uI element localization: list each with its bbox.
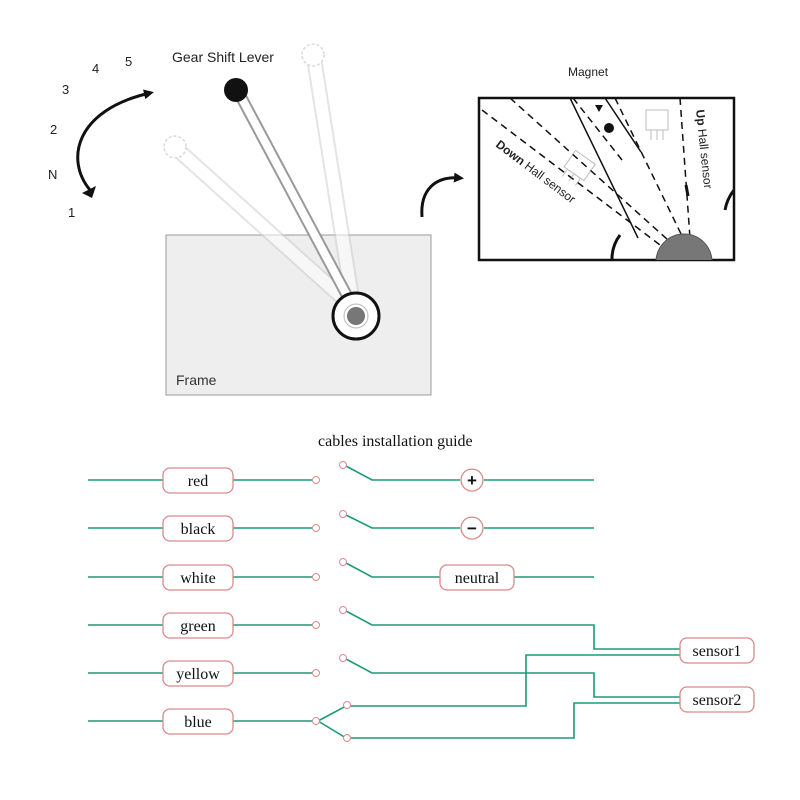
gear-label-3: 3 (62, 82, 69, 97)
svg-text:blue: blue (184, 714, 212, 731)
gear-label-1: 1 (68, 205, 75, 220)
wire-label-white: white (162, 564, 234, 591)
frame-label: Frame (176, 372, 217, 388)
terminal-sensor2: sensor2 (679, 686, 755, 713)
terminal-minus: − (460, 516, 484, 540)
svg-text:neutral: neutral (455, 570, 500, 587)
svg-text:red: red (188, 473, 208, 490)
lever-pivot (331, 291, 381, 341)
svg-text:green: green (180, 618, 216, 635)
svg-text:sensor1: sensor1 (693, 643, 742, 660)
wire-label-red: red (162, 467, 234, 494)
svg-text:+: + (467, 471, 477, 490)
lever-section: Frame Gear Shift Lever N 1 2 (48, 43, 464, 396)
lever-ghost-left (163, 135, 353, 308)
wire-label-black: black (162, 515, 234, 542)
terminal-plus: + (460, 468, 484, 492)
shift-range-arrow-head-start (82, 186, 96, 198)
lever-knob (224, 78, 248, 102)
wire-label-yellow: yellow (162, 660, 234, 687)
up-hall-sensor-label: Up Hall sensor (693, 109, 715, 189)
shift-range-arrow (76, 89, 154, 191)
detail-pivot (655, 233, 713, 260)
lever-title: Gear Shift Lever (172, 49, 274, 65)
svg-text:−: − (467, 519, 477, 538)
up-hall-sensor-chip (645, 109, 669, 140)
lever-ghost-right (301, 43, 360, 306)
cables-guide: cables installation guide (88, 433, 755, 742)
gear-label-n: N (48, 167, 57, 182)
magnet-label: Magnet (568, 65, 609, 79)
down-hall-sensor-chip (561, 149, 596, 186)
gear-label-5: 5 (125, 54, 132, 69)
svg-text:sensor2: sensor2 (693, 692, 742, 709)
wire-label-blue: blue (162, 708, 234, 735)
terminal-neutral: neutral (439, 564, 515, 591)
terminal-sensor1: sensor1 (679, 637, 755, 664)
wire-label-green: green (162, 612, 234, 639)
cables-guide-title: cables installation guide (318, 433, 473, 450)
detail-arrow (420, 172, 464, 218)
gear-label-4: 4 (92, 61, 99, 76)
magnet-pointer (595, 105, 603, 112)
gear-label-2: 2 (50, 122, 57, 137)
gear-shift-lever (224, 78, 358, 311)
svg-text:yellow: yellow (176, 666, 220, 683)
sensor-detail: Magnet Down Hall sensor Up Hall sensor (477, 65, 736, 262)
svg-text:black: black (181, 521, 216, 538)
magnet (604, 123, 614, 133)
svg-text:white: white (180, 570, 216, 587)
